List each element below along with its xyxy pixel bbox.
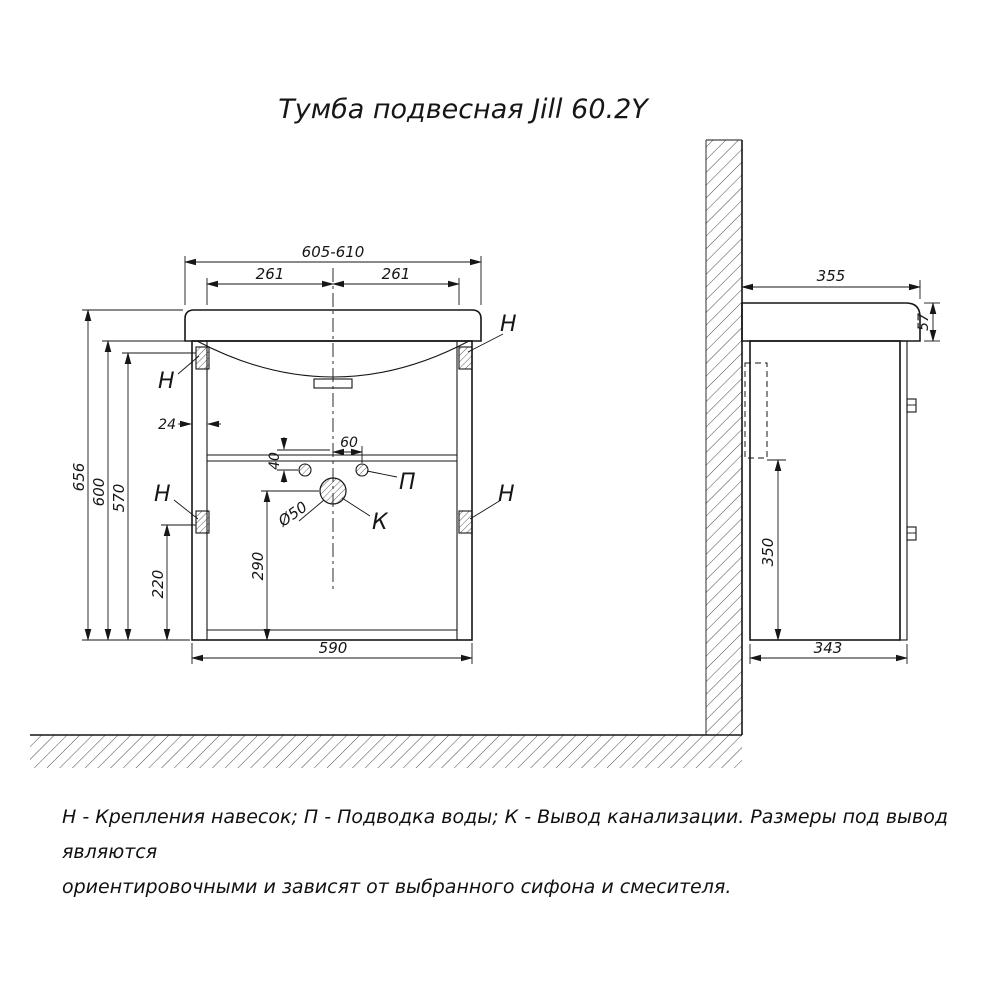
sink-front-outline: [184, 309, 482, 342]
hanger-bracket-mid-right: [458, 510, 473, 534]
cabinet-side-outline: [749, 340, 901, 641]
dim-220: 220: [149, 524, 196, 641]
hanger-label-mid-right: Н: [469, 482, 515, 520]
dim-350: 350: [759, 459, 786, 641]
mounting-rail-hidden: [744, 362, 768, 459]
dim-width-bottom: 590: [191, 639, 473, 664]
legend-line-2: ориентировочными и зависят от выбранного…: [62, 876, 732, 899]
cabinet-front-outline: [191, 340, 473, 641]
drain-diameter-text: Ø50: [274, 498, 310, 531]
water-supply-hole-right: [355, 463, 369, 477]
dim-220-text: 220: [149, 570, 167, 599]
dim-height-600: 600: [90, 340, 185, 641]
dim-depth-top-text: 355: [817, 267, 846, 285]
drawing-title: Тумба подвесная Jill 60.2Y: [278, 94, 650, 125]
water-supply-label: П: [366, 470, 416, 495]
dim-width-top: 605-610: [184, 243, 482, 305]
dim-width-top-text: 605-610: [302, 243, 365, 261]
dim-width-bottom-text: 590: [319, 639, 348, 657]
hinge-top: [906, 398, 917, 413]
dim-290: 290: [249, 490, 319, 641]
dim-depth-bottom-text: 343: [814, 639, 843, 657]
dim-half-left-text: 261: [256, 265, 285, 283]
dim-depth-top: 355: [741, 267, 921, 299]
dim-depth-bottom: 343: [749, 639, 908, 664]
dim-height-570-text: 570: [110, 484, 128, 513]
side-view: 355 57 350 343: [30, 139, 940, 768]
water-supply-hole-left: [298, 463, 312, 477]
hanger-bracket-mid-left: [195, 510, 210, 534]
legend-line-1: Н - Крепления навесок; П - Подводка воды…: [62, 806, 948, 864]
hanger-bracket-top-right: [458, 346, 473, 370]
drain-label: К: [372, 510, 389, 535]
dim-height-570: 570: [110, 352, 196, 641]
water-label: П: [399, 470, 416, 495]
dim-40-text: 40: [267, 452, 283, 470]
legend: Н - Крепления навесок; П - Подводка воды…: [62, 800, 972, 905]
dim-half-widths: 261 261: [206, 265, 460, 305]
hanger-label: Н: [498, 482, 515, 507]
dim-290-text: 290: [249, 552, 267, 581]
hanger-bracket-top-left: [195, 346, 210, 370]
hinge-bottom: [906, 526, 917, 541]
hanger-label-top-right: Н: [467, 312, 517, 353]
floor-hatch: [30, 735, 742, 768]
dim-40: 40: [267, 437, 330, 483]
dim-height-total-text: 656: [70, 463, 88, 492]
dim-sink-height-text: 57: [916, 313, 932, 331]
dim-60: 60: [332, 435, 363, 463]
wall-hatch: [706, 140, 742, 735]
dim-24: 24: [158, 417, 221, 433]
dim-height-total: 656: [70, 309, 190, 641]
drain-label: К: [341, 497, 389, 535]
dim-half-right-text: 261: [382, 265, 411, 283]
hanger-label: Н: [500, 312, 517, 337]
dim-height-600-text: 600: [90, 478, 108, 507]
dim-350-text: 350: [759, 538, 777, 567]
dim-60-text: 60: [340, 435, 358, 451]
front-view: Н Н Н Н П К Ø50: [70, 243, 517, 664]
hanger-label: Н: [158, 369, 175, 394]
drain-diameter-label: Ø50: [274, 498, 325, 531]
door-panel-side: [899, 340, 908, 641]
dim-sink-height: 57: [916, 302, 940, 342]
sink-side-outline: [741, 302, 921, 342]
drain-hole: [319, 477, 347, 505]
hanger-label: Н: [154, 482, 171, 507]
dim-24-text: 24: [158, 417, 176, 433]
hanger-label-top-left: Н: [158, 355, 200, 394]
hanger-label-mid-left: Н: [154, 482, 199, 520]
